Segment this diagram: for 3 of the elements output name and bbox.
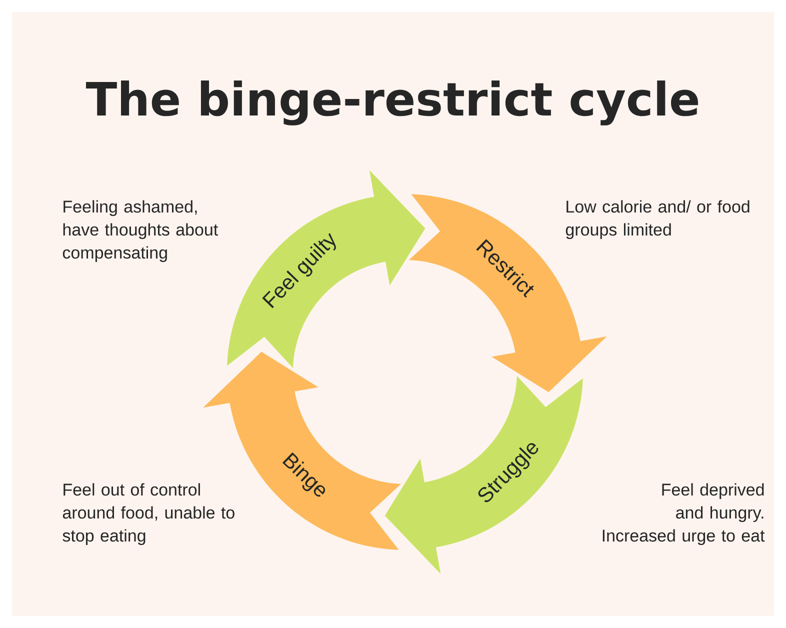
description-text: Feeling ashamed, have thoughts about compensating — [62, 200, 218, 262]
description-text: Feel deprived and hungry. Increased urge to eat — [602, 483, 765, 546]
title: The binge-restrict cycle — [86, 80, 698, 126]
